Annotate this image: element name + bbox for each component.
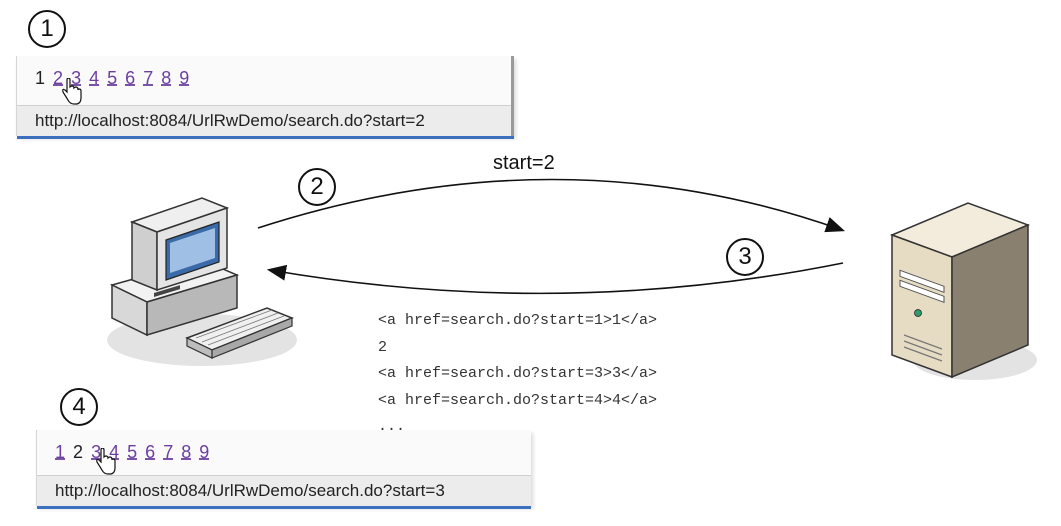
page-7-link[interactable]: 7 xyxy=(143,68,154,88)
page-6-link[interactable]: 6 xyxy=(145,442,156,462)
server-icon xyxy=(889,202,1037,380)
response-line: <a href=search.do?start=1>1</a> xyxy=(378,312,658,329)
page-2-current: 2 xyxy=(73,442,84,462)
page-3-link[interactable]: 3 xyxy=(71,68,82,88)
window-right-edge xyxy=(511,56,514,136)
request-parameter-label: start=2 xyxy=(493,152,555,174)
page-1-link[interactable]: 1 xyxy=(55,442,66,462)
computer-icon xyxy=(107,197,297,366)
page-9-link[interactable]: 9 xyxy=(179,68,190,88)
hand-cursor-icon xyxy=(96,448,116,475)
page-4-link[interactable]: 4 xyxy=(109,442,120,462)
step-4-marker: 4 xyxy=(60,388,98,426)
page-6-link[interactable]: 6 xyxy=(125,68,136,88)
step-2-marker: 2 xyxy=(298,168,336,206)
status-bar: http://localhost:8084/UrlRwDemo/search.d… xyxy=(37,475,531,506)
browser-window-bottom: 1 2 3 4 5 6 7 8 9 http://localhost:8084/… xyxy=(36,430,531,509)
page-5-link[interactable]: 5 xyxy=(127,442,138,462)
page-9-link[interactable]: 9 xyxy=(199,442,210,462)
page-8-link[interactable]: 8 xyxy=(161,68,172,88)
window-bottom-edge xyxy=(37,506,531,509)
browser-window-top: 1 2 3 4 5 6 7 8 9 http://localhost:8084/… xyxy=(16,56,514,139)
hand-cursor-icon xyxy=(62,78,82,105)
response-line: <a href=search.do?start=4>4</a> xyxy=(378,391,658,409)
pagination-links: 1 2 3 4 5 6 7 8 9 xyxy=(35,68,192,89)
request-arrow xyxy=(257,178,846,233)
page-1-current: 1 xyxy=(35,68,46,88)
response-line: 2 xyxy=(378,338,388,356)
step-1-marker: 1 xyxy=(28,10,66,48)
page-2-link[interactable]: 2 xyxy=(53,68,64,88)
step-3-marker: 3 xyxy=(726,238,764,276)
status-bar: http://localhost:8084/UrlRwDemo/search.d… xyxy=(17,105,514,136)
page-7-link[interactable]: 7 xyxy=(163,442,174,462)
window-bottom-edge xyxy=(17,136,514,139)
page-4-link[interactable]: 4 xyxy=(89,68,100,88)
response-html-snippet: <a href=search.do?start=1>1</a> 2 <a href=… xyxy=(378,308,657,441)
page-8-link[interactable]: 8 xyxy=(181,442,192,462)
page-3-link[interactable]: 3 xyxy=(91,442,102,462)
response-line: <a href=search.do?start=3>3</a> xyxy=(378,365,658,382)
response-arrow xyxy=(266,262,844,295)
page-5-link[interactable]: 5 xyxy=(107,68,118,88)
pagination-links: 1 2 3 4 5 6 7 8 9 xyxy=(55,442,212,463)
